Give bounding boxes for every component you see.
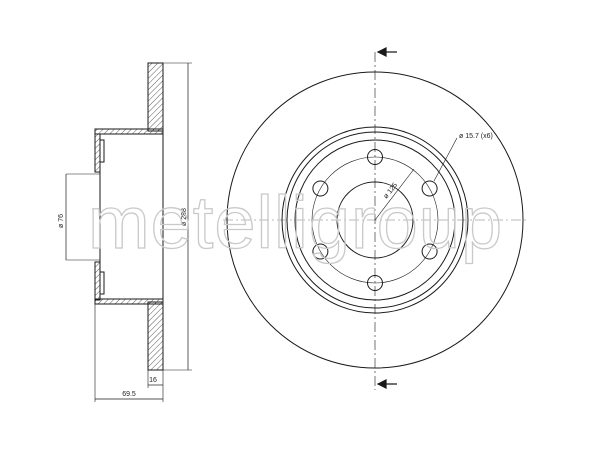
hub-wall-upper <box>94 128 164 135</box>
dim-thickness-label: 16 <box>149 377 157 384</box>
disc-section-lower <box>147 301 164 371</box>
bolt-hole <box>312 180 329 197</box>
dim-bolt-hole-label: ø 15.7 (x6) <box>459 133 493 140</box>
hub-face-lower <box>94 261 101 301</box>
dim-hub-diameter-label: ø 76 <box>58 214 65 228</box>
hub-face-upper <box>94 133 101 173</box>
watermark-logo: metelligroup <box>88 181 503 264</box>
section-arrows <box>376 47 397 389</box>
hub-wall-lower <box>94 298 164 305</box>
pcd-leader <box>374 168 415 221</box>
bolt-hole <box>421 180 438 197</box>
bolt-hole <box>312 243 329 260</box>
disc-section-upper <box>147 62 164 132</box>
bolt-hole <box>421 243 438 260</box>
bolt-hole-leader <box>433 137 458 182</box>
side-section-view <box>65 62 192 402</box>
front-view <box>223 52 527 390</box>
dim-total-height-label: 69.5 <box>122 391 136 398</box>
dim-disc-diameter-label: ø 288 <box>181 208 188 226</box>
